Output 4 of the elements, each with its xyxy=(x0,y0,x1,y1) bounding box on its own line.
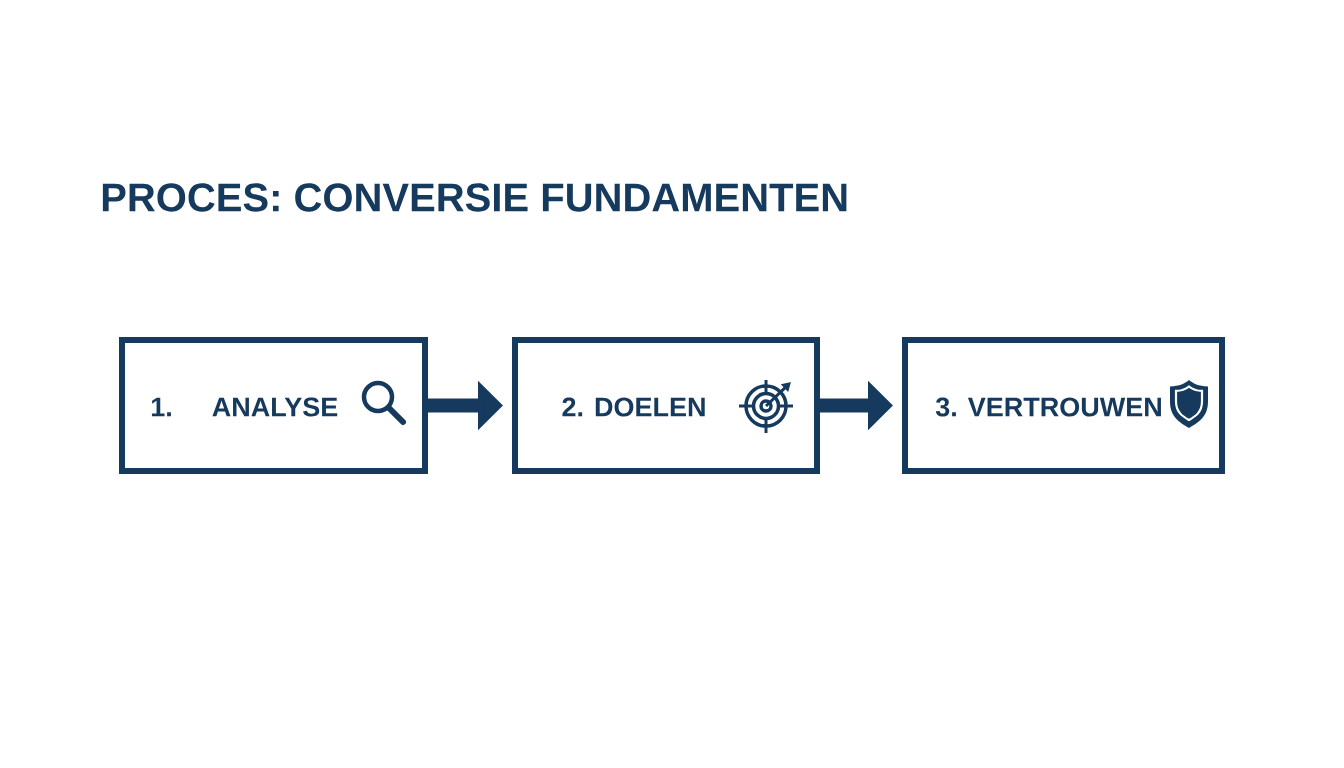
process-box: 3. VERTROUWEN xyxy=(902,337,1225,474)
process-box: 2. DOELEN xyxy=(512,337,820,474)
title: PROCES: CONVERSIE FUNDAMENTEN xyxy=(102,183,847,212)
process-box: 1. ANALYSE xyxy=(119,337,428,474)
